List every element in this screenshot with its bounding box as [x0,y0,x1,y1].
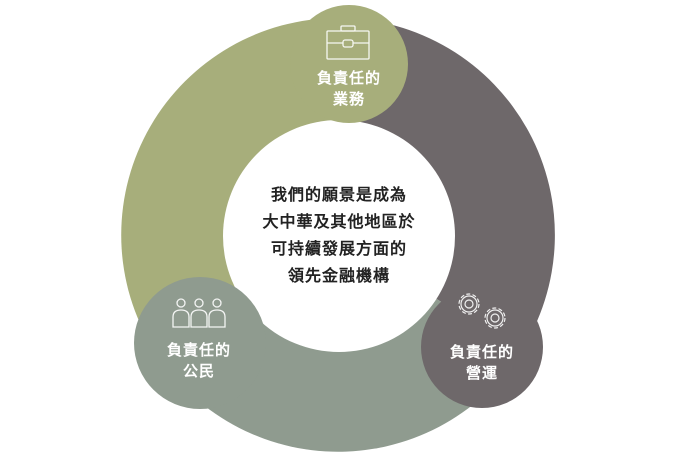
node-circle-business [290,5,408,123]
node-circle-citizen [134,277,266,409]
node-label-operations-line2: 營運 [465,364,498,382]
node-circle-operations [421,286,543,408]
vision-line-2: 大中華及其他地區於 [262,212,416,231]
center-circle [223,120,455,352]
node-label-operations: 負責任的 營運 [417,342,547,384]
gears-icon [458,293,506,329]
briefcase-icon [326,25,370,60]
node-label-business: 負責任的 業務 [284,68,414,110]
node-label-citizen-line2: 公民 [182,362,215,380]
vision-line-4: 領先金融機構 [287,266,390,285]
vision-line-3: 可持續發展方面的 [270,239,407,258]
node-label-operations-line1: 負責任的 [449,343,514,361]
people-icon [172,298,226,328]
node-label-business-line2: 業務 [332,90,365,108]
vision-line-1: 我們的願景是成為 [270,185,407,204]
node-label-citizen: 負責任的 公民 [134,340,264,382]
node-label-business-line1: 負責任的 [316,69,381,87]
vision-statement: 我們的願景是成為 大中華及其他地區於 可持續發展方面的 領先金融機構 [239,181,439,289]
node-label-citizen-line1: 負責任的 [166,341,231,359]
